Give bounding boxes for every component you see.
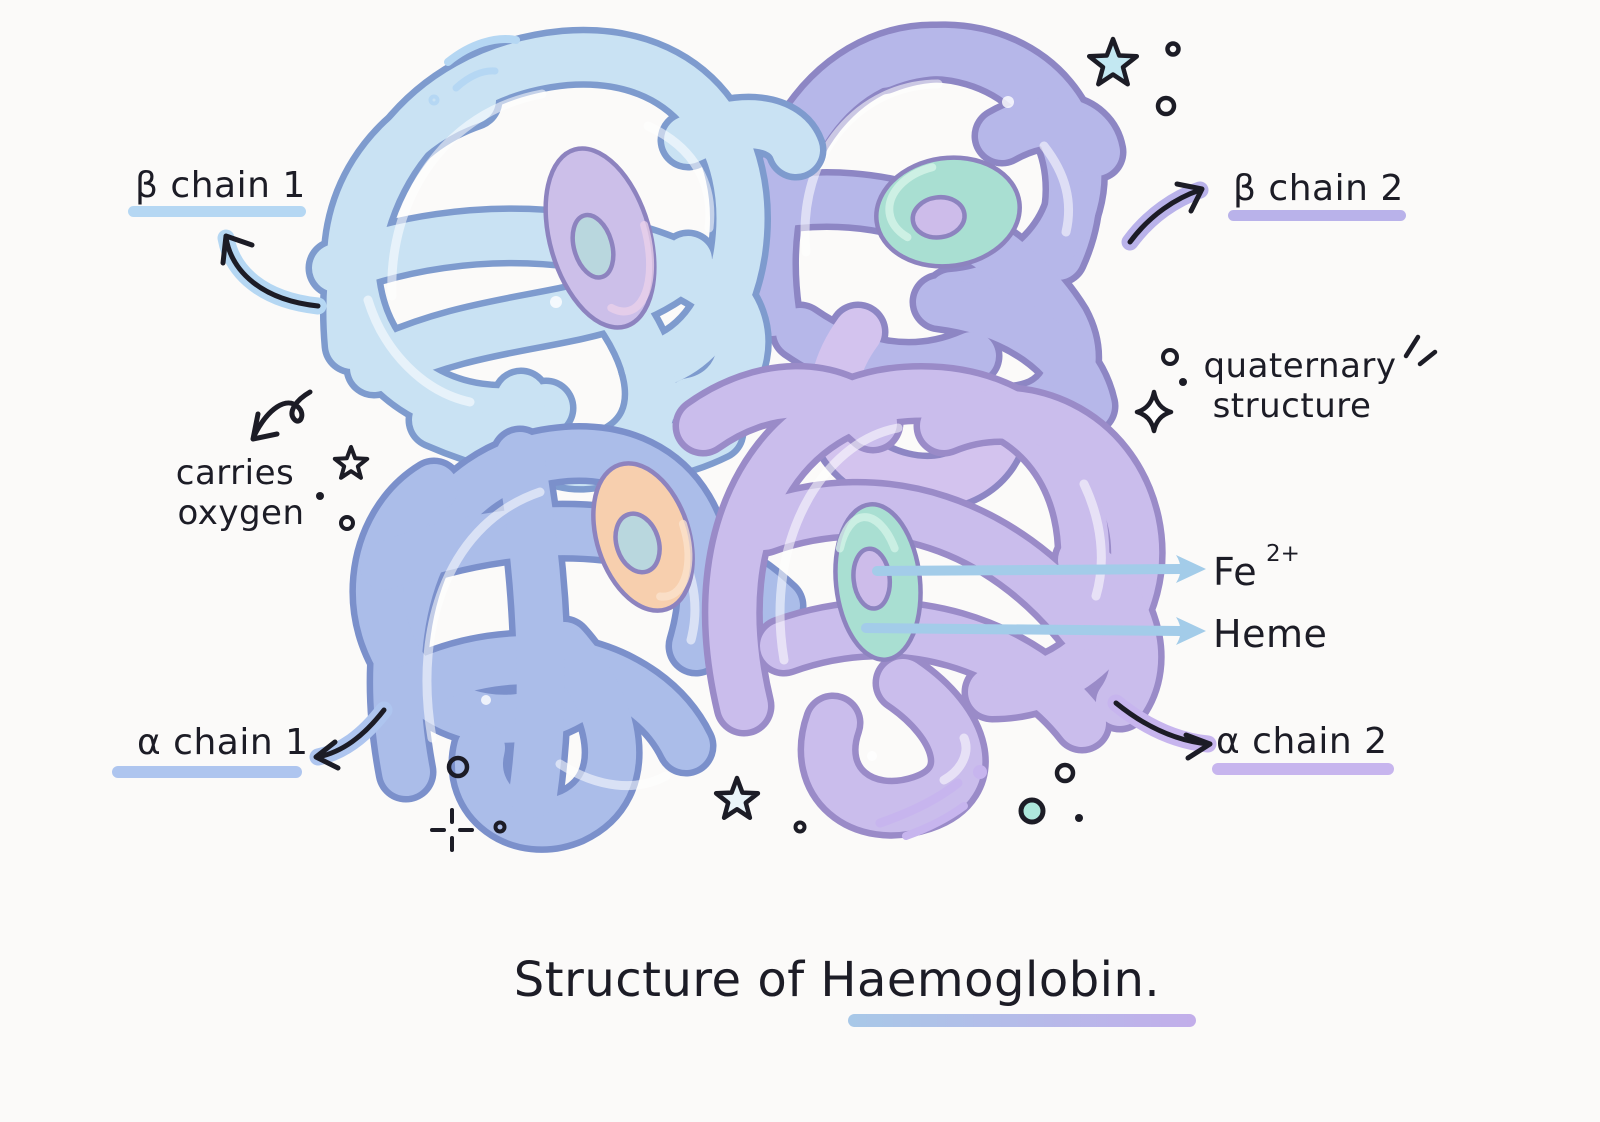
alpha2-chain-tubes (703, 393, 1135, 808)
plus-sparkle-icon (430, 808, 474, 852)
teal-dot-icon (1018, 797, 1046, 825)
beta1-arrow (217, 229, 327, 315)
beta1-label: β chain 1 (135, 165, 306, 206)
beta2-label: β chain 2 (1233, 168, 1404, 209)
circle-icon (1054, 762, 1076, 784)
dot-icon (1075, 814, 1083, 822)
carries-oxygen-label-line1: carries (176, 453, 294, 493)
star-icon (1086, 36, 1140, 87)
dot-circle-icon (1165, 41, 1181, 57)
dot-icon (316, 492, 324, 500)
fe-label: Fe (1213, 550, 1257, 594)
heme-disc-center (591, 461, 695, 613)
speed-lines-icon (875, 765, 987, 840)
fe-pointer-arrow (872, 555, 1206, 583)
alpha1-label: α chain 1 (137, 722, 309, 763)
quaternary-structure-label-line2: structure (1213, 386, 1372, 426)
carries-oxygen-arrow (250, 389, 313, 442)
alpha2-underline (1212, 763, 1394, 775)
sketch-accent-dashes-top-left (428, 35, 520, 106)
dot-circle-icon (493, 820, 507, 834)
alpha2-label: α chain 2 (1216, 721, 1388, 762)
quaternary-structure-label-line1: quaternary (1203, 346, 1396, 386)
alpha1-arrow (309, 701, 393, 771)
beta2-chain-tubes (764, 52, 1096, 483)
beta1-underline (128, 206, 306, 217)
sparkle-diamond-icon (1134, 389, 1174, 434)
beta2-arrow (1121, 181, 1209, 251)
dot-circle-icon (793, 820, 807, 834)
heme-pointer-arrow (861, 617, 1206, 645)
title-underline (848, 1014, 1196, 1027)
circle-icon (1155, 95, 1177, 117)
dot-icon (1179, 378, 1187, 386)
beta1-chain-tubes (336, 57, 796, 462)
emphasis-ticks-icon (1403, 334, 1438, 367)
alpha1-underline (112, 766, 302, 778)
star-outline-icon (713, 775, 761, 821)
beta2-underline (1228, 210, 1406, 221)
alpha2-arrow (1107, 694, 1217, 761)
heme-disc-top-left (543, 146, 657, 330)
fe-superscript: 2+ (1266, 541, 1300, 567)
heme-label: Heme (1213, 612, 1327, 656)
circle-icon (446, 755, 470, 779)
circle-icon (339, 515, 355, 531)
heme-disc-bottom-right (833, 502, 923, 662)
star-outline-icon (332, 445, 370, 480)
page-title: Structure of Haemoglobin. (514, 952, 1160, 1008)
heme-disc-top-right (874, 155, 1022, 269)
carries-oxygen-label-line2: oxygen (177, 493, 304, 533)
circle-icon (1161, 348, 1179, 366)
